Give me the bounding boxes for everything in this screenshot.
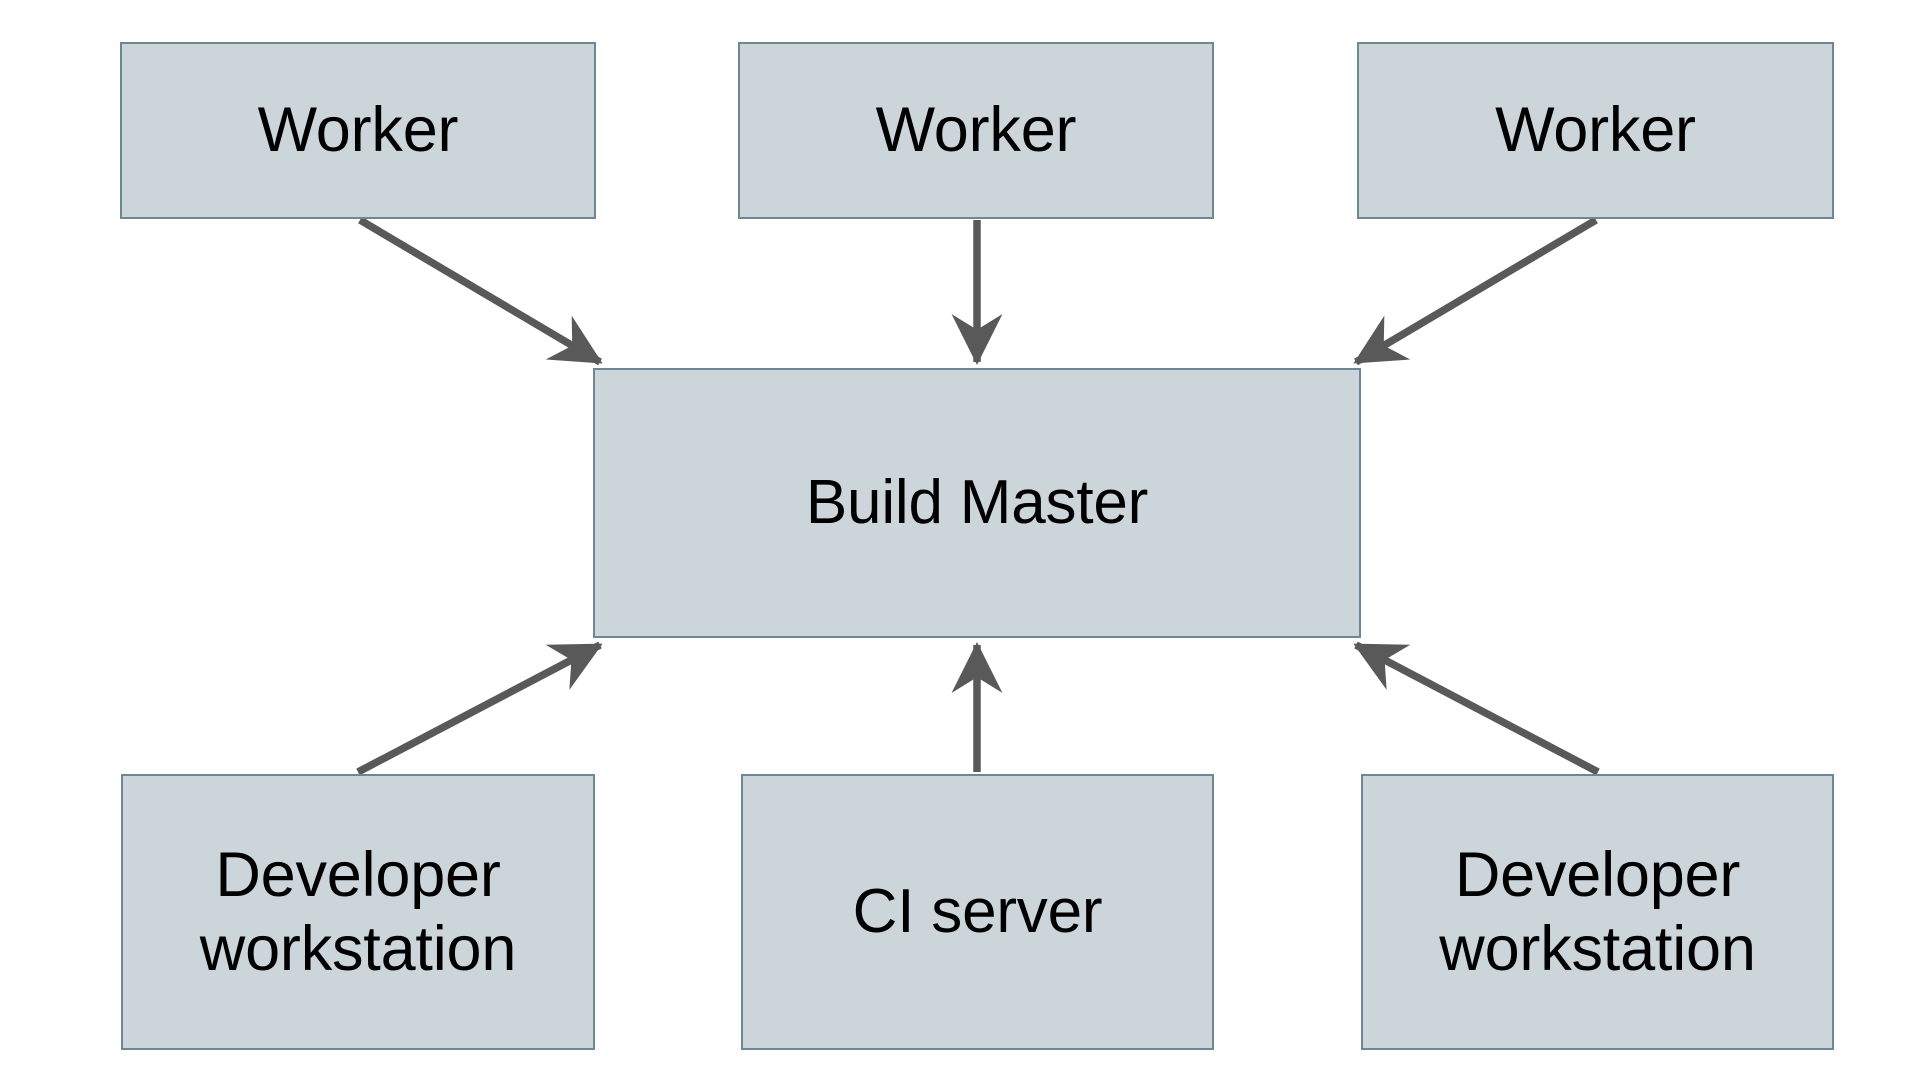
node-worker-2[interactable]: Worker	[738, 42, 1214, 219]
node-label: CI server	[852, 877, 1103, 947]
node-label: Worker	[1495, 95, 1696, 166]
node-label: Developer workstation	[199, 839, 517, 984]
node-build-master[interactable]: Build Master	[593, 368, 1361, 638]
node-developer-workstation-right[interactable]: Developer workstation	[1361, 774, 1834, 1050]
edge-worker-1-to-build-master	[358, 216, 603, 366]
node-ci-server[interactable]: CI server	[741, 774, 1214, 1050]
node-label: Developer workstation	[1439, 839, 1756, 984]
node-worker-1[interactable]: Worker	[120, 42, 596, 219]
edge-dev-ws-right-to-build-master	[1353, 641, 1600, 776]
node-worker-3[interactable]: Worker	[1357, 42, 1834, 219]
node-label: Worker	[257, 95, 459, 166]
node-label: Worker	[875, 95, 1077, 166]
edge-dev-ws-left-to-build-master	[356, 641, 603, 776]
edge-worker-3-to-build-master	[1353, 216, 1598, 366]
node-label: Build Master	[805, 468, 1149, 538]
node-developer-workstation-left[interactable]: Developer workstation	[121, 774, 595, 1050]
